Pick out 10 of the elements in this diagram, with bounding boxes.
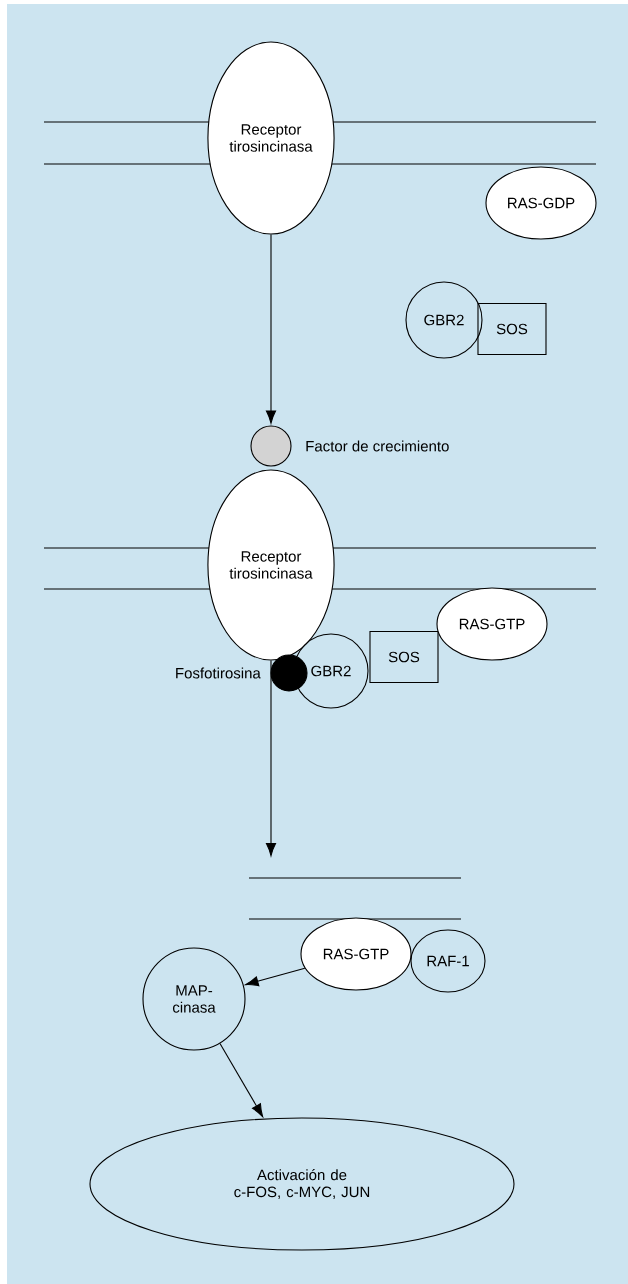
protein-box: SOS	[477, 302, 547, 356]
node-label: Fosfotirosina	[176, 667, 261, 679]
ligand-circle	[250, 425, 292, 467]
arrow	[219, 1042, 264, 1118]
arrow	[265, 660, 277, 857]
phosphate-dot	[270, 654, 308, 692]
node-label: Factor de crecimiento	[306, 440, 449, 452]
protein-box: SOS	[369, 630, 439, 684]
arrow	[265, 234, 277, 424]
arrow	[245, 967, 306, 987]
